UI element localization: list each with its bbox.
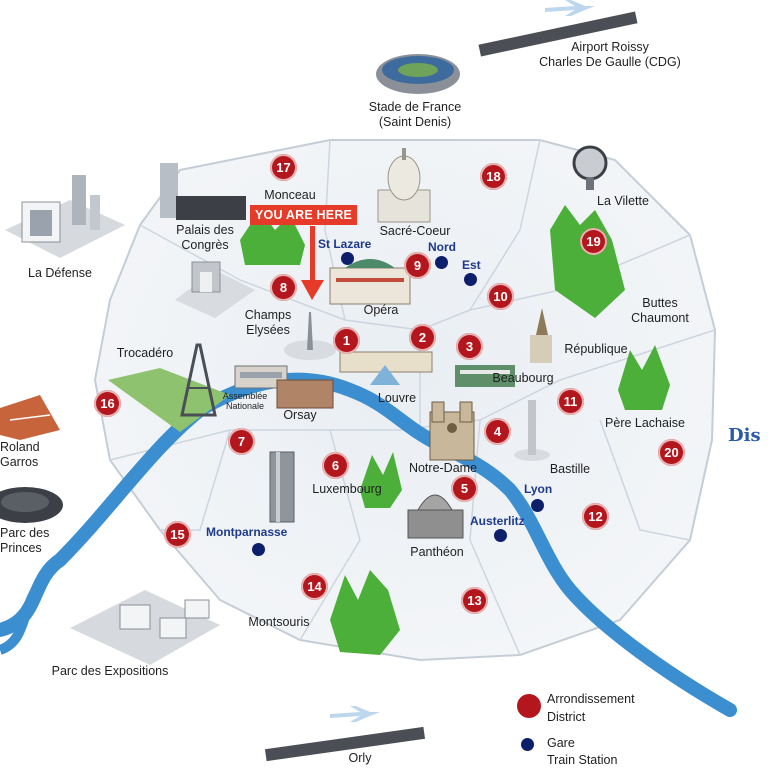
parc-des-princes-icon [0,487,63,523]
station-est-label: Est [462,258,481,272]
la-vilette-label: La Vilette [597,194,649,208]
orsay-label: Orsay [283,408,317,422]
notre-dame-label: Notre-Dame [408,461,478,475]
notre-dame-icon [429,401,475,461]
la-defense-label: La Défense [28,266,92,280]
legend-district-marker [517,694,541,718]
orly-runway-icon [264,706,426,762]
palais-des-congres-icon [160,163,246,220]
arrondissement-19-marker[interactable]: 19 [580,228,607,255]
arrondissement-5-marker[interactable]: 5 [451,475,478,502]
sacre-coeur-label: Sacré-Coeur [379,224,451,238]
beaubourg-label: Beaubourg [492,371,554,385]
you-are-here-arrow [301,226,324,300]
la-defense-icon [5,175,125,258]
parc-des-expositions-label: Parc des Expositions [51,664,169,678]
stade-de-france-label: Stade de France (Saint Denis) [368,100,462,129]
opera-icon [329,259,411,305]
station-est-marker[interactable] [464,273,477,286]
palais-des-congres-label: Palais des Congrès [176,223,234,252]
station-lyon-label: Lyon [524,482,553,496]
pantheon-icon [407,494,464,539]
orly-label: Orly [348,751,372,765]
beaubourg-icon [455,365,515,387]
legend-district-line2: District [547,710,586,724]
montsouris-label: Montsouris [248,615,310,629]
legend-station-marker [521,738,534,751]
eiffel-tower-icon [180,343,217,417]
station-nord-marker[interactable] [435,256,448,269]
station-montparnasse-marker[interactable] [252,543,265,556]
bastille-label: Bastille [549,462,591,476]
luxembourg-label: Luxembourg [312,482,382,496]
station-montparnasse-label: Montparnasse [206,525,288,539]
opera-label: Opéra [363,303,399,317]
arrondissement-15-marker[interactable]: 15 [164,521,191,548]
arrondissement-3-marker[interactable]: 3 [456,333,483,360]
republique-statue-icon [530,308,552,363]
concorde-obelisk-icon [284,312,336,360]
arrondissement-14-marker[interactable]: 14 [301,573,328,600]
arrondissement-20-marker[interactable]: 20 [658,439,685,466]
station-nord-label: Nord [428,240,456,254]
parc-des-expositions-icon [70,590,220,665]
luxembourg-park-icon [360,452,402,508]
montparnasse-tower-icon [269,451,295,523]
republique-label: République [564,342,628,356]
station-lyon-marker[interactable] [531,499,544,512]
station-austerlitz-label: Austerlitz [470,514,525,528]
arrondissement-4-marker[interactable]: 4 [484,418,511,445]
monceau-label: Monceau [264,188,316,202]
champs-elysees-label: Champs Elysées [244,308,292,337]
assemblee-nationale-label: Assemblée Nationale [222,391,268,411]
arrondissement-6-marker[interactable]: 6 [322,452,349,479]
arrondissement-7-marker[interactable]: 7 [228,428,255,455]
arrondissement-18-marker[interactable]: 18 [480,163,507,190]
arrondissement-17-marker[interactable]: 17 [270,154,297,181]
pere-lachaise-park-icon [618,345,670,410]
assemblee-nationale-icon [234,365,288,389]
legend-station-line2: Train Station [547,753,618,767]
louvre-icon [339,351,433,385]
pantheon-label: Panthéon [410,545,464,559]
legend-station-line1: Gare [547,736,575,750]
station-austerlitz-marker[interactable] [494,529,507,542]
arrondissement-8-marker[interactable]: 8 [270,274,297,301]
arrondissement-11-marker[interactable]: 11 [557,388,584,415]
arrondissement-12-marker[interactable]: 12 [582,503,609,530]
disney-label: Dis [728,425,761,446]
arrondissement-1-marker[interactable]: 1 [333,327,360,354]
station-st-lazare-label: St Lazare [318,237,372,251]
pere-lachaise-label: Père Lachaise [605,416,685,430]
sacre-coeur-icon [377,148,431,223]
cdg-airport-label: Airport Roissy Charles De Gaulle (CDG) [539,40,681,69]
cdg-runway-icon [478,0,638,57]
arrondissement-13-marker[interactable]: 13 [461,587,488,614]
arrondissement-10-marker[interactable]: 10 [487,283,514,310]
montsouris-park-icon [330,570,400,655]
arc-de-triomphe-icon [175,261,255,318]
buttes-chaumont-label: Buttes Chaumont [631,296,689,325]
parc-des-princes-label: Parc des Princes [0,526,50,555]
la-vilette-icon [572,145,608,190]
arrondissement-16-marker[interactable]: 16 [94,390,121,417]
legend-district-line1: Arrondissement [547,692,635,706]
seine-river [0,372,737,717]
arrondissement-2-marker[interactable]: 2 [409,324,436,351]
buttes-chaumont-park-icon [550,205,625,318]
roland-garros-label: Roland Garros [0,440,40,469]
stade-de-france-icon [376,54,460,94]
you-are-here-banner: YOU ARE HERE [250,205,358,225]
station-st-lazare-marker[interactable] [341,252,354,265]
trocadero-label: Trocadéro [116,346,174,360]
arrondissement-9-marker[interactable]: 9 [404,252,431,279]
roland-garros-icon [0,395,60,440]
louvre-label: Louvre [377,391,417,405]
orsay-icon [276,379,334,409]
bastille-column-icon [514,400,550,461]
